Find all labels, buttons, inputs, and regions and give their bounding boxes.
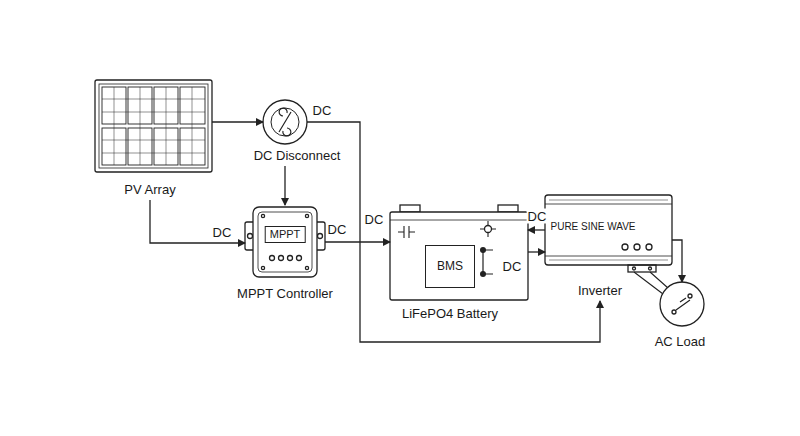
node-label: AC Load bbox=[655, 334, 706, 349]
edge-label: DC bbox=[312, 103, 333, 118]
node-label: PURE SINE WAVE bbox=[550, 221, 635, 233]
dc-connector bbox=[284, 166, 285, 205]
dc-connector bbox=[325, 241, 390, 242]
node-label: LiFePO4 Battery bbox=[402, 306, 498, 321]
mppt-housing bbox=[245, 207, 325, 277]
signal-label: DC bbox=[364, 212, 385, 227]
bms-box: BMS bbox=[425, 245, 475, 288]
inverter-housing bbox=[545, 195, 672, 294]
dc-connector bbox=[528, 251, 545, 252]
ac-load: AC Load bbox=[660, 282, 704, 326]
pv-panel bbox=[95, 80, 212, 172]
edge-label: DC bbox=[327, 222, 348, 237]
node-label: PV Array bbox=[124, 182, 175, 197]
signal-label: DC bbox=[502, 259, 523, 274]
pv-frame bbox=[99, 84, 208, 168]
dc-connector bbox=[528, 229, 545, 230]
node-label: BMS bbox=[426, 246, 474, 287]
disconnect: DC Disconnect bbox=[263, 100, 307, 144]
dc-connector bbox=[212, 121, 263, 122]
battery-housing bbox=[390, 205, 528, 300]
node-caption: MPPT Controller bbox=[237, 286, 333, 301]
dc-connector bbox=[150, 200, 245, 243]
battery: LiFePO4 BatteryBMS bbox=[390, 212, 528, 300]
disconnect-symbol bbox=[263, 100, 307, 144]
node-label: MPPT bbox=[265, 226, 306, 243]
ac-load-symbol bbox=[660, 282, 704, 326]
mppt-controller: MPPTMPPT Controller bbox=[245, 205, 325, 280]
node-label: DC Disconnect bbox=[254, 148, 341, 163]
edge-label: DC bbox=[527, 209, 548, 224]
inverter: PURE SINE WAVEInverter bbox=[545, 195, 672, 265]
dc-connector bbox=[672, 240, 682, 282]
node-caption: Inverter bbox=[578, 283, 622, 298]
pv-cells bbox=[102, 87, 205, 165]
pv-array: PV Array bbox=[95, 80, 212, 172]
edge-label: DC bbox=[212, 225, 233, 240]
